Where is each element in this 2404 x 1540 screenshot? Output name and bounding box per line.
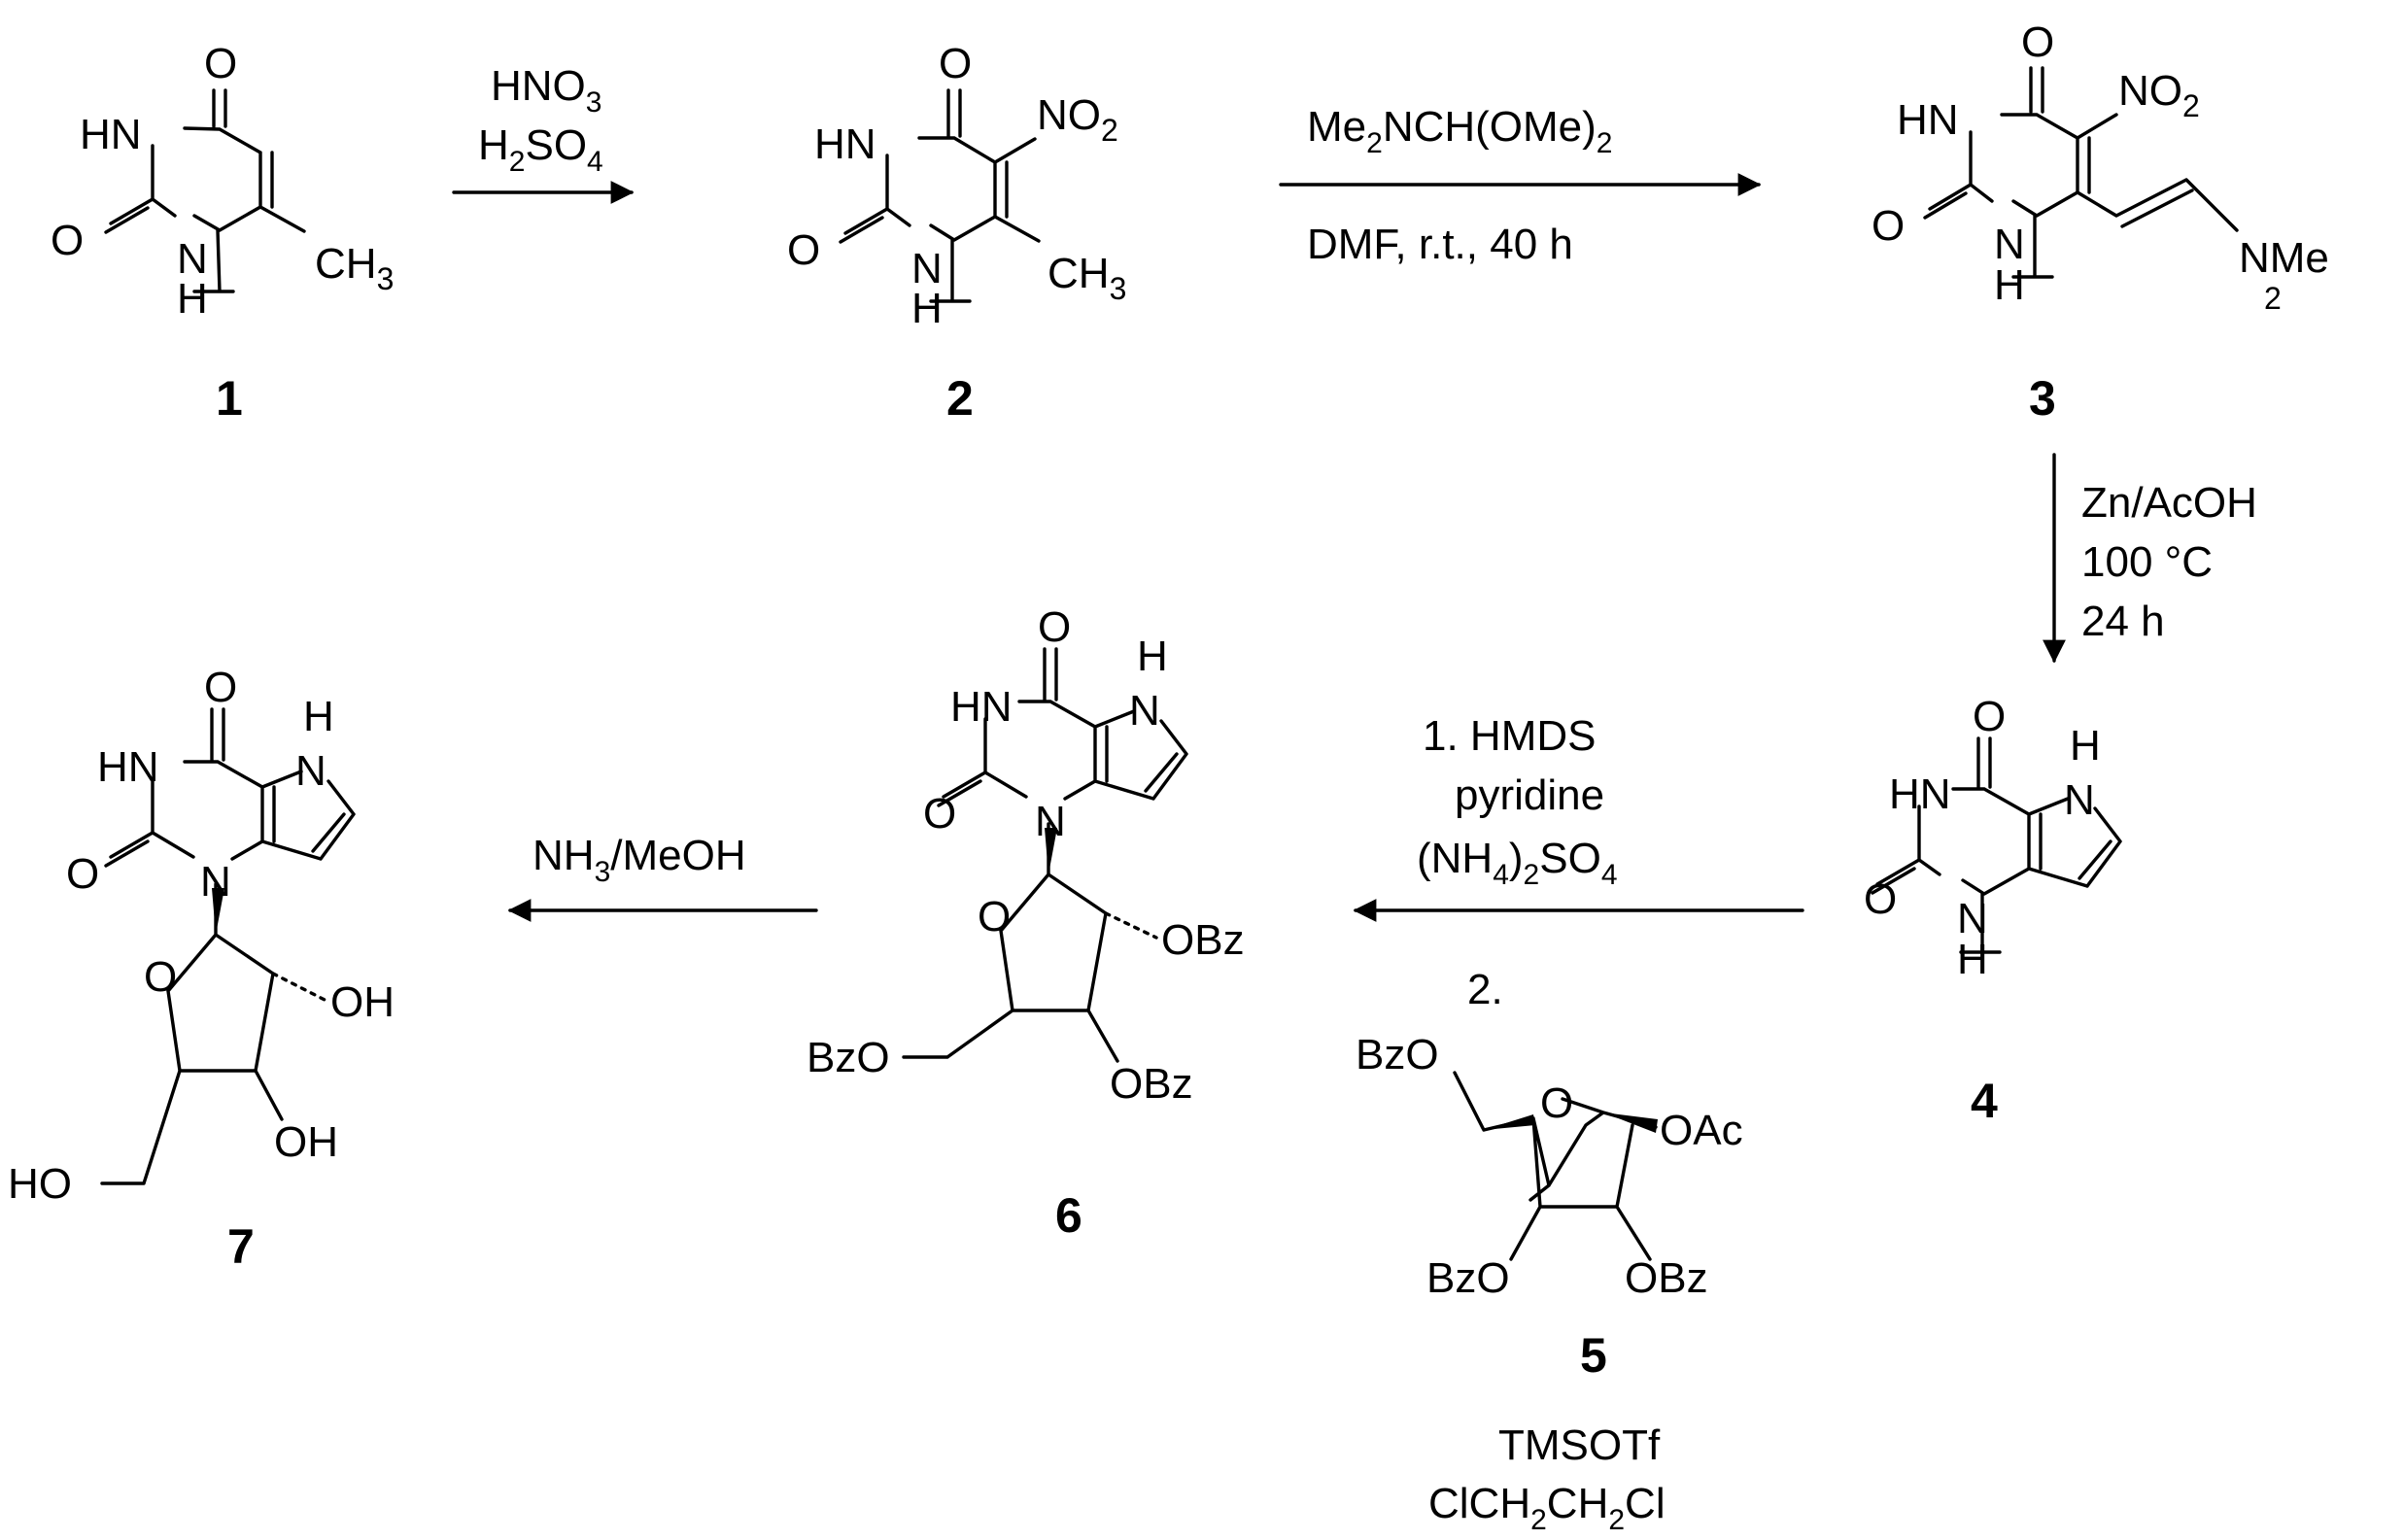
reagent-zn-acoh: Zn/AcOH: [2081, 479, 2257, 527]
c7-nh-upper: HN: [97, 743, 159, 791]
c4-h-lower: H: [1957, 936, 1988, 983]
c3-nitro: NO2: [2118, 67, 2200, 123]
c6-obz-3: OBz: [1110, 1060, 1193, 1108]
c1-nh-upper: HN: [80, 111, 142, 158]
c4-oxo-left: O: [1864, 875, 1897, 923]
c7-oh-2: OH: [330, 978, 395, 1026]
reagent-dmf-dma: Me2NCH(OMe)2: [1307, 103, 1612, 159]
c2-methyl: CH3: [1047, 250, 1126, 306]
c1-bonds: [104, 88, 274, 293]
c3-oxo-left: O: [1872, 202, 1905, 250]
reagent-temperature: 100 °C: [2081, 538, 2213, 586]
c6-2-hash: [1104, 911, 1158, 940]
compound-5: BzO O OAc BzO OBz 5: [1356, 1031, 1743, 1383]
c1-methyl: CH3: [315, 240, 394, 296]
c2-bonds: [839, 88, 1037, 303]
c6-oxo-top: O: [1038, 603, 1071, 651]
c4-bonds: [1871, 736, 2122, 954]
c7-oxo-top: O: [204, 664, 237, 711]
c2-methyl-bond: [993, 215, 1041, 243]
c5-anomeric-wedge: [1603, 1112, 1658, 1133]
reaction-step-3: Zn/AcOH 100 °C 24 h: [2043, 453, 2257, 664]
reaction-step-1: HNO3 H2SO4: [452, 62, 635, 204]
reagent-pyridine: pyridine: [1455, 771, 1604, 819]
c2-nitro: NO2: [1037, 91, 1118, 148]
reagent-hno3: HNO3: [491, 62, 601, 119]
reagent-h2so4: H2SO4: [478, 121, 603, 178]
c5-bzo-top: BzO: [1356, 1031, 1439, 1078]
reaction-step-4: 1. HMDS pyridine (NH4)2SO4 2. TMSOTf ClC…: [1353, 712, 1804, 1536]
compound-2: O NO2 HN O N H CH3 2: [787, 40, 1126, 426]
c6-pyrrole-n: N: [1129, 687, 1160, 735]
c1-oxo-left: O: [51, 217, 84, 264]
compound-number-6: 6: [1055, 1188, 1082, 1243]
c2-h-lower: H: [911, 285, 943, 332]
compound-number-5: 5: [1580, 1328, 1607, 1383]
c5-oac: OAc: [1660, 1107, 1743, 1154]
reagent-tmsotf: TMSOTf: [1498, 1421, 1661, 1469]
reagent-time: 24 h: [2081, 598, 2165, 645]
c3-bonds: [1923, 66, 2239, 279]
c1-h-lower: H: [177, 275, 208, 323]
compound-4: O H N HN O N H 4: [1864, 693, 2122, 1128]
c6-obz-2: OBz: [1161, 916, 1245, 964]
c6-glycosidic-wedge: [1045, 828, 1057, 874]
c5-obz-2: OBz: [1625, 1254, 1708, 1302]
c3-oxo-top: O: [2021, 18, 2054, 66]
c4-n-lower: N: [1957, 895, 1988, 942]
c7-n1: N: [200, 858, 231, 906]
c4-pyrrole-n: N: [2064, 776, 2095, 824]
c4-oxo-top: O: [1973, 693, 2006, 740]
c7-ring-o: O: [144, 953, 177, 1001]
c1-oxo-top: O: [204, 40, 237, 87]
c4-pyrrole-h: H: [2070, 722, 2101, 770]
c5-c4-wedge: [1484, 1114, 1535, 1130]
compound-number-7: 7: [227, 1219, 255, 1274]
c1-n-lower: N: [177, 235, 208, 283]
compound-1: O HN O N H CH3 1: [51, 40, 394, 426]
c6-oxo-left: O: [923, 790, 956, 838]
compound-number-4: 4: [1971, 1074, 1998, 1128]
compound-7: O H N HN O N O OH OH HO 7: [8, 664, 395, 1274]
reaction-step-5: NH3/MeOH: [507, 832, 818, 922]
c6-n1: N: [1035, 798, 1066, 845]
c7-pyrrole-n: N: [295, 747, 326, 795]
c7-2-hash: [271, 972, 328, 1003]
c5-bzo-3: BzO: [1426, 1254, 1510, 1302]
c6-ring-o: O: [978, 893, 1011, 941]
c7-oxo-left: O: [66, 850, 99, 898]
c5-ring-o: O: [1540, 1079, 1573, 1127]
c6-pyrrole-h: H: [1137, 633, 1168, 680]
c7-ho-5: HO: [8, 1160, 72, 1208]
c2-nh-upper: HN: [814, 120, 876, 168]
c2-oxo-top: O: [939, 40, 972, 87]
c2-n-lower: N: [911, 245, 943, 292]
reagent-step-2-label: 2.: [1467, 966, 1503, 1013]
reagent-hmds: 1. HMDS: [1423, 712, 1596, 760]
c6-nh-upper: HN: [950, 683, 1013, 731]
c7-oh-3: OH: [274, 1118, 338, 1166]
c3-h-lower: H: [1994, 261, 2025, 309]
c4-nh-upper: HN: [1889, 770, 1951, 818]
compound-number-3: 3: [2029, 371, 2056, 426]
c6-bzo-5: BzO: [807, 1034, 890, 1081]
reagent-conditions-2: DMF, r.t., 40 h: [1307, 221, 1573, 268]
reaction-step-2: Me2NCH(OMe)2 DMF, r.t., 40 h: [1279, 103, 1762, 268]
c7-glycosidic-wedge: [212, 888, 224, 935]
c1-methyl-bond: [258, 205, 306, 233]
c2-oxo-left: O: [787, 226, 820, 274]
reagent-dichloroethane: ClCH2CH2Cl: [1428, 1480, 1666, 1536]
compound-6: O H N HN O N O OBz OBz BzO 6: [807, 603, 1245, 1243]
compound-number-2: 2: [946, 371, 974, 426]
reagent-ammonia-methanol: NH3/MeOH: [532, 832, 746, 888]
c3-n-lower: N: [1994, 221, 2025, 268]
compound-number-1: 1: [216, 371, 243, 426]
c7-pyrrole-h: H: [303, 693, 334, 740]
reagent-ammonium-sulfate: (NH4)2SO4: [1417, 835, 1618, 891]
c3-nh-upper: HN: [1897, 96, 1959, 144]
